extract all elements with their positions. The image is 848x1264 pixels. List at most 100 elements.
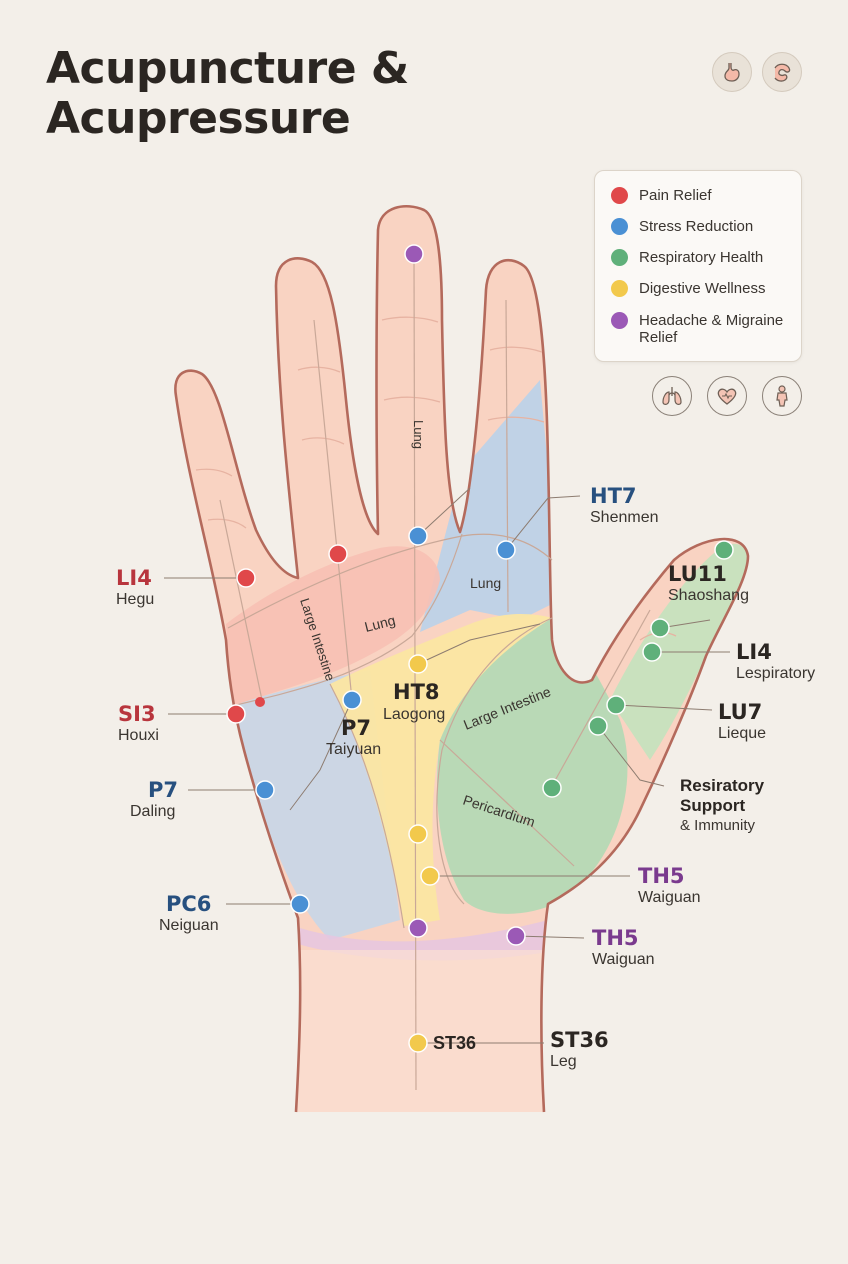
zone-green-thenar	[437, 618, 628, 914]
point-green-3	[606, 695, 626, 715]
point-name: Hegu	[116, 591, 155, 608]
label-p7-center: P7	[341, 716, 371, 740]
label-ht7: HT7 Shenmen	[590, 484, 659, 528]
legend-dot	[611, 187, 628, 204]
label-p7-left: P7	[148, 778, 178, 802]
label-pc6-name: Neiguan	[159, 916, 219, 936]
point-yellow-1	[408, 824, 428, 844]
point-st36	[408, 1033, 428, 1053]
label-li4-left: LI4 Hegu	[116, 566, 154, 610]
point-code: ST36	[550, 1028, 609, 1052]
point-lu11	[714, 540, 734, 560]
point-code: LU7	[718, 700, 763, 724]
zone-blue-upper	[420, 380, 560, 632]
point-code: LI4	[116, 566, 152, 590]
point-name: Waiguan	[592, 951, 655, 968]
legend-dot	[611, 218, 628, 235]
zone-label-lung-palm: Lung	[363, 612, 397, 635]
point-purple-wrist	[408, 918, 428, 938]
point-small-red	[255, 697, 265, 707]
page-title: Acupuncture & Acupressure	[46, 44, 409, 144]
point-blue-middle	[408, 526, 428, 546]
point-name: Laogong	[383, 706, 446, 723]
legend-label: Headache & Migraine Relief	[639, 312, 784, 346]
hand-outline	[174, 204, 750, 1113]
point-code: LI4	[736, 640, 772, 664]
label-st36: ST36 Leg	[550, 1028, 609, 1072]
zone-forearm	[280, 950, 570, 1112]
point-name: Shaoshang	[668, 587, 749, 604]
label-p7-center-name: Taiyuan	[326, 740, 381, 760]
point-th5-a	[420, 866, 440, 886]
label-th5-a: TH5 Waiguan	[638, 864, 701, 908]
point-ht7	[496, 540, 516, 560]
legend-item-pain-relief: Pain Relief	[611, 187, 799, 204]
label-ht8-name: Laogong	[383, 705, 445, 725]
point-name: Houxi	[118, 727, 159, 744]
point-li4-left	[236, 568, 256, 588]
point-name: Waiguan	[638, 889, 701, 906]
label-ht8: HT8	[393, 680, 440, 704]
resp-line-1: Resiratory	[680, 776, 765, 795]
legend-dot	[611, 280, 628, 297]
point-name: Taiyuan	[326, 741, 382, 758]
stomach-icon	[712, 52, 752, 92]
label-th5-b: TH5 Waiguan	[592, 926, 655, 970]
point-code: ST36	[433, 1033, 477, 1053]
legend-label: Pain Relief	[639, 187, 712, 204]
zone-label-lung-finger: Lung	[411, 420, 426, 449]
point-code: HT8	[393, 680, 440, 704]
resp-line-3: & Immunity	[680, 817, 756, 834]
label-p7-left-name: Daling	[130, 802, 175, 822]
zone-red-left	[226, 546, 440, 706]
point-name: Leg	[550, 1053, 577, 1070]
intestine-icon	[762, 52, 802, 92]
point-p7-center	[342, 690, 362, 710]
label-si3: SI3 Houxi	[118, 702, 159, 746]
label-respiratory-support: Resiratory Support & Immunity	[680, 776, 764, 836]
label-st36-inline: ST36	[433, 1033, 476, 1053]
acupoints	[226, 244, 734, 1053]
point-green-2	[642, 642, 662, 662]
point-code: SI3	[118, 702, 156, 726]
legend-dot	[611, 312, 628, 329]
zone-label-lung-blue: Lung	[470, 575, 501, 591]
point-green-5	[542, 778, 562, 798]
legend-item-digestive-wellness: Digestive Wellness	[611, 280, 799, 297]
point-code: TH5	[638, 864, 685, 888]
point-top-middle	[404, 244, 424, 264]
point-green-1	[650, 618, 670, 638]
legend-label: Digestive Wellness	[639, 280, 766, 297]
legend-label: Stress Reduction	[639, 218, 754, 235]
point-code: P7	[148, 778, 179, 802]
point-pc6	[290, 894, 310, 914]
title-line-2: Acupressure	[46, 93, 351, 144]
point-p7-left	[255, 780, 275, 800]
point-code: LU11	[668, 562, 727, 586]
legend-item-stress-reduction: Stress Reduction	[611, 218, 799, 235]
point-ht8	[408, 654, 428, 674]
legend-dot	[611, 249, 628, 266]
point-name: Shenmen	[590, 509, 659, 526]
lungs-icon	[652, 376, 692, 416]
human-figure-icon	[762, 376, 802, 416]
label-lu11: LU11 Shaoshang	[668, 562, 749, 606]
legend-item-respiratory-health: Respiratory Health	[611, 249, 799, 266]
legend-label: Respiratory Health	[639, 249, 764, 266]
point-name: Lieque	[718, 725, 767, 742]
zone-yellow-center	[330, 614, 552, 926]
legend-panel: Pain Relief Stress Reduction Respiratory…	[594, 170, 802, 362]
point-th5-b	[506, 926, 526, 946]
point-si3	[226, 704, 246, 724]
legend-item-headache-migraine-relief: Headache & Migraine Relief	[611, 312, 799, 346]
label-li4-right: LI4 Lespiratory	[736, 640, 815, 684]
point-code: PC6	[166, 892, 212, 916]
point-name: Neiguan	[159, 917, 219, 934]
point-code: P7	[341, 716, 372, 740]
point-red-ring	[328, 544, 348, 564]
palm-division-lines	[219, 255, 651, 1091]
title-line-1: Acupuncture &	[46, 43, 409, 94]
resp-line-2: Support	[680, 796, 746, 815]
point-name: Lespiratory	[736, 665, 816, 682]
